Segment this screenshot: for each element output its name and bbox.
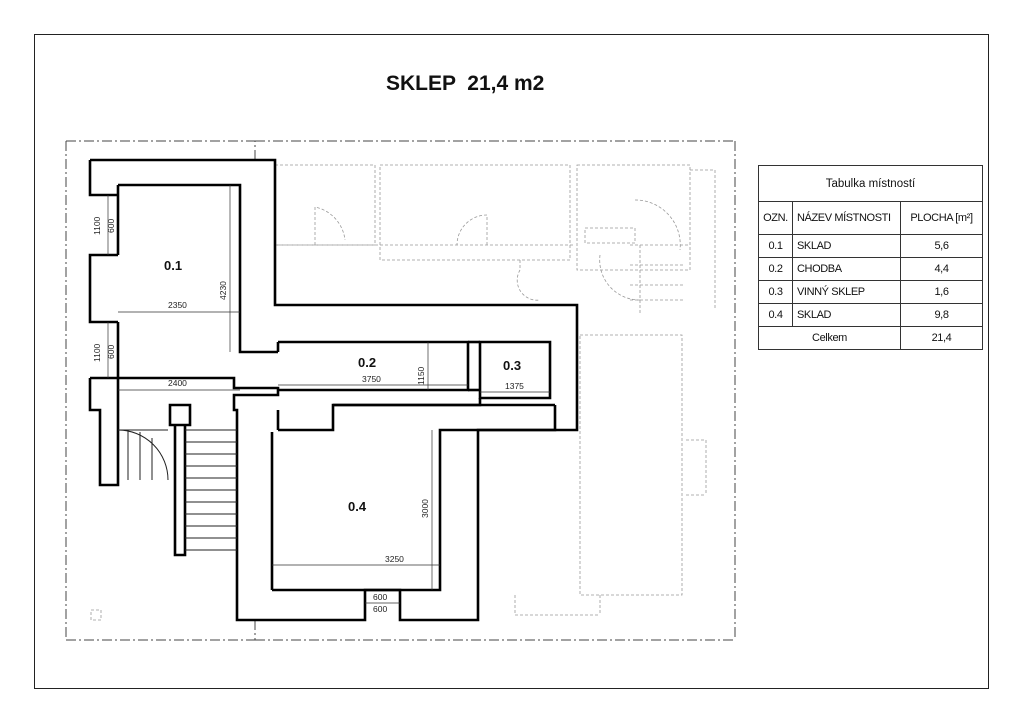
row-code: 0.4 xyxy=(758,303,793,327)
room-label-0-4: 0.4 xyxy=(348,499,367,514)
drawing-title: SKLEP 21,4 m2 xyxy=(386,72,545,95)
header-area: PLOCHA [m²] xyxy=(900,201,983,235)
table-total-row: Celkem 21,4 xyxy=(758,326,983,350)
total-label: Celkem xyxy=(758,326,901,350)
dim-1150: 1150 xyxy=(416,366,426,385)
walls xyxy=(88,158,579,622)
drawing-frame xyxy=(34,34,989,689)
dim-window-1100-b: 1100 xyxy=(92,343,102,362)
row-code: 0.3 xyxy=(758,280,793,304)
row-area: 9,8 xyxy=(900,303,983,327)
stairs xyxy=(117,429,237,551)
dim-1375: 1375 xyxy=(505,381,524,391)
room-label-0-3: 0.3 xyxy=(503,358,521,373)
row-name: CHODBA xyxy=(792,257,901,281)
room-labels: 0.1 0.2 0.3 0.4 xyxy=(164,258,521,514)
room-0-2-inner xyxy=(278,340,470,392)
dim-600-a: 600 xyxy=(373,592,387,602)
dim-4230: 4230 xyxy=(218,281,228,300)
total-value: 21,4 xyxy=(900,326,983,350)
dim-3000: 3000 xyxy=(420,499,430,518)
dim-window-600-b: 600 xyxy=(106,345,116,359)
dim-600-b: 600 xyxy=(373,604,387,614)
room-label-0-2: 0.2 xyxy=(358,355,376,370)
row-area: 4,4 xyxy=(900,257,983,281)
dim-window-600-a: 600 xyxy=(106,219,116,233)
dim-3250: 3250 xyxy=(385,554,404,564)
room-0-1-inner xyxy=(88,160,118,197)
dimension-lines xyxy=(107,185,550,604)
header-code: OZN. xyxy=(758,201,793,235)
room-table-caption: Tabulka místností xyxy=(758,165,983,202)
row-name: SKLAD xyxy=(792,234,901,258)
dim-window-1100-a: 1100 xyxy=(92,216,102,235)
upper-floor-outlines xyxy=(90,164,716,621)
row-name: SKLAD xyxy=(792,303,901,327)
table-row: 0.4 SKLAD 9,8 xyxy=(758,303,983,327)
dim-2400: 2400 xyxy=(168,378,187,388)
dim-3750: 3750 xyxy=(362,374,381,384)
header-name: NÁZEV MÍSTNOSTI xyxy=(792,201,901,235)
row-area: 5,6 xyxy=(900,234,983,258)
entry-wall-left xyxy=(88,378,120,487)
room-table-header: OZN. NÁZEV MÍSTNOSTI PLOCHA [m²] xyxy=(758,201,983,235)
stair-post xyxy=(168,403,192,427)
room-0-4-inner xyxy=(278,403,555,432)
dim-2350: 2350 xyxy=(168,300,187,310)
table-row: 0.2 CHODBA 4,4 xyxy=(758,257,983,281)
table-row: 0.3 VINNÝ SKLEP 1,6 xyxy=(758,280,983,304)
room-label-0-1: 0.1 xyxy=(164,258,182,273)
row-code: 0.1 xyxy=(758,234,793,258)
dimension-labels: 2350 4230 2400 3750 1150 1375 3000 3250 … xyxy=(92,216,524,614)
property-boundary xyxy=(65,140,736,641)
row-name: VINNÝ SKLEP xyxy=(792,280,901,304)
room-0-3-inner xyxy=(478,340,552,400)
table-row: 0.1 SKLAD 5,6 xyxy=(758,234,983,258)
row-code: 0.2 xyxy=(758,257,793,281)
room-table: Tabulka místností OZN. NÁZEV MÍSTNOSTI P… xyxy=(758,165,983,350)
row-area: 1,6 xyxy=(900,280,983,304)
